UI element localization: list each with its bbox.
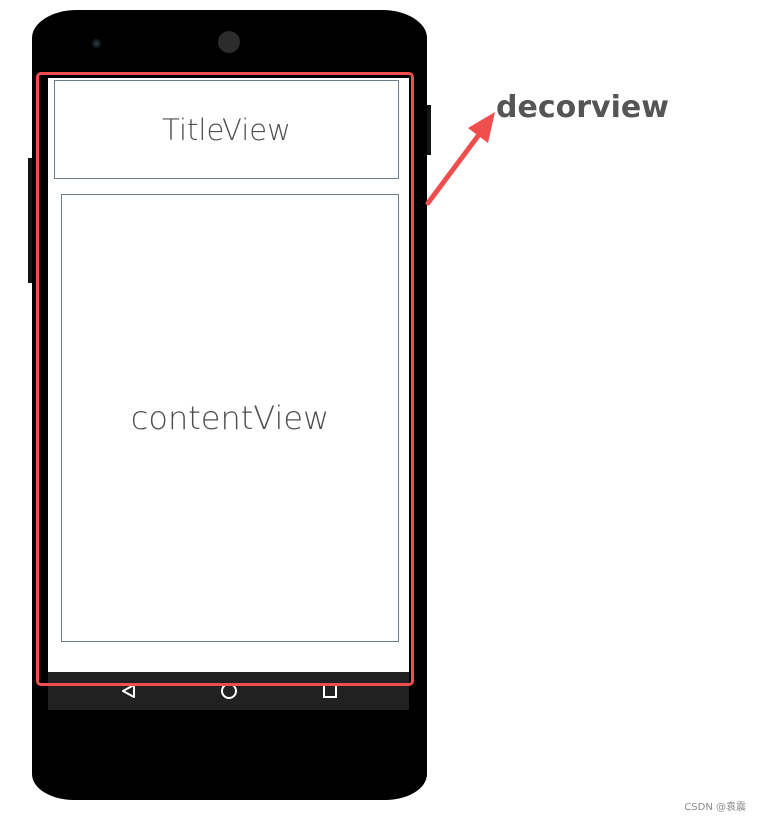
content-view-label: contentView [130,399,330,437]
decor-view-label: decorview [496,90,669,125]
earpiece-speaker-icon [218,31,240,53]
navigation-bar [48,672,409,710]
watermark: CSDN @袁震 [684,802,746,813]
power-button [427,105,431,155]
volume-button [28,158,32,283]
back-icon [122,684,135,698]
decor-view-highlight [36,72,414,686]
title-view-box: TitleView [54,80,399,179]
title-view-label: TitleView [162,112,291,147]
front-camera-icon [92,39,101,48]
content-view-box: contentView [61,194,399,642]
